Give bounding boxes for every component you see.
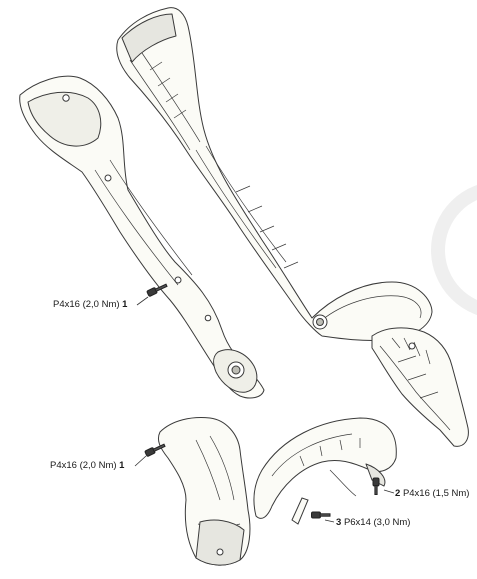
- screw-3-icon: [311, 511, 331, 519]
- callout-screw-3: 3 P6x14 (3,0 Nm): [336, 518, 410, 528]
- callout-spec: P4x16 (2,0 Nm): [50, 460, 117, 471]
- callout-spec: P4x16 (2,0 Nm): [53, 299, 120, 310]
- screw-1b-icon: [144, 443, 166, 457]
- callout-screw-2: 2 P4x16 (1,5 Nm): [395, 489, 469, 499]
- callout-spec: P4x16 (1,5 Nm): [402, 488, 470, 499]
- callout-number: 2: [395, 488, 401, 499]
- callout-screw-1a: P4x16 (2,0 Nm) 1: [53, 300, 127, 310]
- callout-number: 3: [336, 517, 342, 528]
- left-handle-half: [19, 75, 265, 399]
- callout-screw-1b: P4x16 (2,0 Nm) 1: [50, 461, 124, 471]
- right-handle-half: [116, 7, 433, 342]
- screw-2-icon: [372, 477, 380, 495]
- screw-1a-icon: [146, 283, 168, 297]
- motor-cover: [157, 417, 251, 566]
- watermark-logo: [431, 184, 477, 316]
- motor-housing-half: [371, 327, 469, 447]
- clip-part: [291, 497, 309, 525]
- leader-lines: [134, 296, 395, 523]
- grass-deflector-guard: [253, 417, 397, 519]
- callout-number: 1: [122, 299, 128, 310]
- callout-spec: P6x14 (3,0 Nm): [343, 517, 411, 528]
- callout-number: 1: [119, 460, 125, 471]
